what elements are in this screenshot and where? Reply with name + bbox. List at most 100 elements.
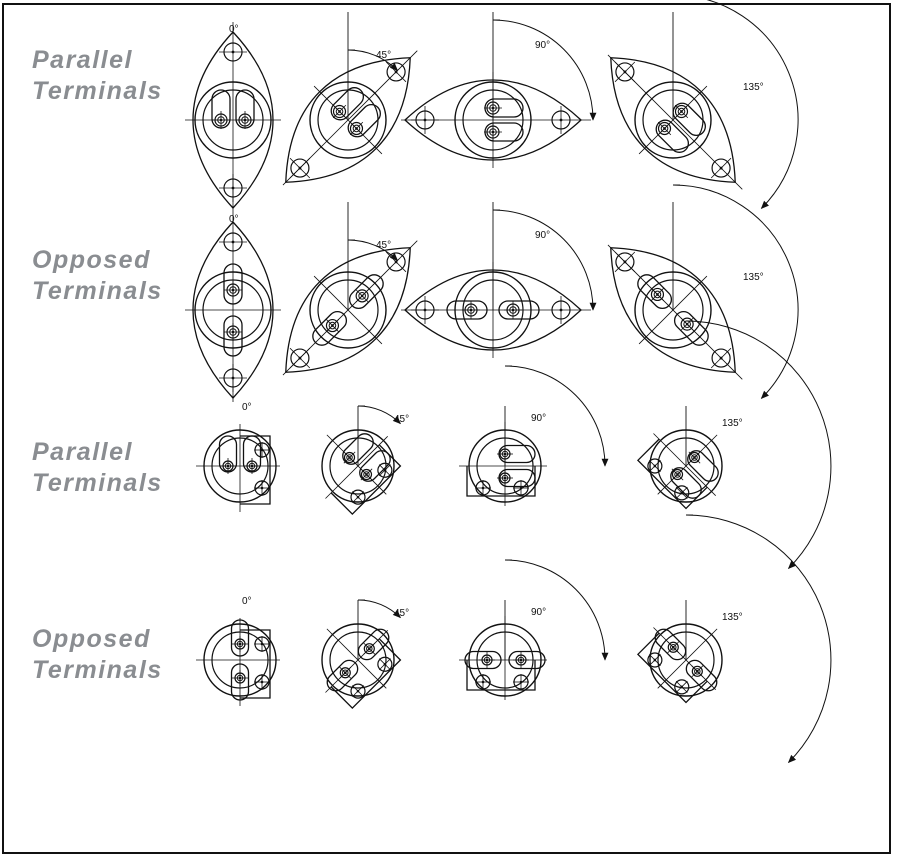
row3-device-90deg-dimension: 90° [504,365,609,467]
row-label-4-line1: Opposed [32,625,151,653]
row2-device-90deg-angle-label: 90° [535,230,550,241]
row4-device-45deg [321,623,402,710]
row4-device-90deg-arc [504,559,606,661]
drawing-row-4: 0° 45° 90° 135° [196,514,832,764]
row4-device-45deg-dimension: 45° [357,599,409,660]
row1-device-90deg-angle-label: 90° [535,40,550,51]
row4-device-90deg-terminal-bottom [464,650,502,670]
row2-device-135deg-terminal-bottom [637,274,673,310]
row3-device-90deg-arrow [601,458,609,467]
row1-device-45deg-dimension: 45° [347,12,399,120]
row2-device-90deg-terminal-top [498,300,540,320]
row4-device-90deg [459,616,547,700]
row3-device-135deg-arc [685,320,832,569]
row1-device-90deg-dimension: 90° [492,12,597,121]
row1-device-45deg [282,50,418,186]
row-label-1: Parallel Terminals [32,45,163,107]
row4-device-135deg-arrow [787,754,797,764]
row1-device-0deg-angle-label: 0° [229,24,239,35]
row4-device-90deg-terminal-top [508,650,546,670]
row1-device-135deg-dimension: 135° [672,0,799,209]
row3-device-90deg [459,422,547,506]
row1-device-135deg-angle-label: 135° [743,82,764,93]
row3-device-90deg-arc [504,365,606,467]
row3-device-135deg-angle-label: 135° [722,418,743,429]
row2-device-0deg-terminal-bottom [223,315,243,357]
row1-device-90deg [401,72,591,168]
row2-device-90deg-arc [492,209,594,311]
row2-device-90deg-dimension: 90° [492,202,597,311]
row2-device-45deg-terminal-top [348,274,384,310]
row-label-3-line2: Terminals [32,469,163,497]
row4-device-45deg-angle-label: 45° [394,608,409,619]
row3-device-0deg [196,424,280,512]
row2-device-0deg-terminal-top [223,263,243,305]
row2-device-135deg-arrow [760,390,769,399]
row3-device-45deg-dimension: 45° [357,405,409,466]
row4-device-0deg-plate [240,629,271,699]
row4-device-0deg-angle-label: 0° [242,596,252,607]
row2-device-0deg-angle-label: 0° [229,214,239,225]
row2-device-45deg [282,240,418,376]
row2-device-135deg-dimension: 135° [672,184,799,399]
row4-device-90deg-angle-label: 90° [531,607,546,618]
row1-device-135deg [607,54,743,190]
row-label-3-line1: Parallel [32,438,133,466]
row3-device-45deg [321,429,402,516]
row2-device-135deg-angle-label: 135° [743,272,764,283]
row4-device-45deg-terminal-bottom [326,659,359,692]
row3-device-0deg-dimension: 0° [242,402,252,413]
row1-device-45deg-arrow [389,62,399,72]
row2-device-90deg [401,262,591,358]
row4-device-135deg-plate [636,632,708,704]
row2-device-90deg-terminal-bottom [446,300,488,320]
row-label-4: Opposed Terminals [32,624,163,686]
row4-device-90deg-dimension: 90° [504,559,609,661]
row1-device-0deg [185,22,281,212]
drawing-row-2: 0° 45° 90° 135° [185,184,799,402]
figure-frame [2,3,891,854]
row1-device-135deg-arrow [760,200,769,209]
row3-device-45deg-arrow [392,416,401,425]
row2-device-45deg-dimension: 45° [347,202,399,310]
row2-device-135deg-terminal-top [673,310,709,346]
row-label-2-line1: Opposed [32,246,151,274]
row2-device-0deg [185,212,281,402]
row2-device-45deg-arrow [389,252,399,262]
row1-device-90deg-arrow [589,112,597,121]
row2-device-90deg-arrow [589,302,597,311]
row4-device-45deg-plate [330,638,402,710]
row4-device-135deg-terminal-bottom [654,628,687,661]
row1-device-0deg-dimension: 0° [229,24,239,35]
row-label-1-line1: Parallel [32,46,133,74]
row4-device-0deg-terminal-top [230,619,250,657]
row4-device-90deg-plate [466,660,536,691]
row4-device-0deg-terminal-bottom [230,663,250,701]
row2-device-135deg-arc [672,184,799,399]
row2-device-45deg-terminal-bottom [312,310,348,346]
row-label-4-line2: Terminals [32,656,163,684]
row1-device-90deg-arc [492,19,594,121]
row2-device-0deg-dimension: 0° [229,214,239,225]
row1-device-45deg-angle-label: 45° [376,50,391,61]
row3-device-135deg [636,429,723,510]
row3-device-45deg-angle-label: 45° [394,414,409,425]
row4-device-0deg [196,618,280,706]
row4-device-135deg-dimension: 135° [685,514,832,764]
row3-device-135deg-arrow [787,560,797,570]
row1-device-135deg-arc [705,0,799,209]
row4-device-0deg-dimension: 0° [242,596,252,607]
drawing-row-3: 0° 45° 90° 135° [196,320,832,570]
row4-device-135deg-arc [685,514,832,763]
row4-device-135deg-angle-label: 135° [722,612,743,623]
row-label-2: Opposed Terminals [32,245,163,307]
row-label-1-line2: Terminals [32,77,163,105]
row4-device-45deg-terminal-top [357,628,390,661]
row3-device-135deg-dimension: 135° [685,320,832,570]
row4-device-135deg-terminal-top [685,659,718,692]
row2-device-135deg [607,244,743,380]
row3-device-0deg-angle-label: 0° [242,402,252,413]
row4-device-45deg-arrow [392,610,401,619]
row-label-2-line2: Terminals [32,277,163,305]
